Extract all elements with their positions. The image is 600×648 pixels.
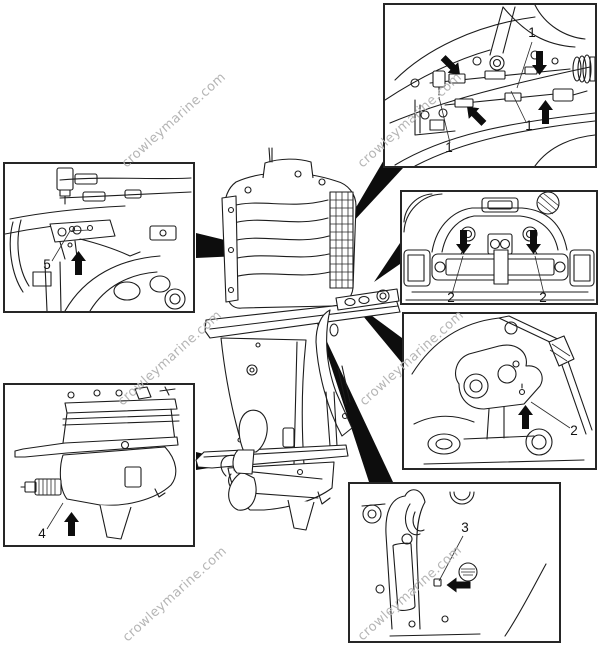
linkage-illustration [5,167,192,311]
gearcase-propeller [195,409,349,531]
callout-box-mount-bracket: 2 2 [400,190,598,305]
lower-unit-illustration [14,386,180,540]
down-arrow-icon [456,230,471,254]
up-arrow-icon [538,100,553,124]
cables-illustration [385,5,595,166]
callout-box-linkage: 5 [3,162,195,313]
callout-box-cable-ends: 1 1 1 [383,3,597,168]
callout-label-1c: 1 [445,140,453,155]
callout-box-swivel-lever: 2 [402,312,597,470]
callout-label-2b: 2 [539,290,547,305]
callout-label-5: 5 [43,257,51,272]
up-left-arrow-icon [462,101,490,129]
housing-illustration [361,489,547,637]
callout-box-housing-bolt: 3 [348,482,561,643]
powerhead [221,147,357,309]
up-arrow-icon [71,251,86,275]
swivel-lever-illustration [411,315,593,465]
up-arrow-icon [64,512,79,536]
mount-bracket-illustration [403,192,595,301]
callout-label-3: 3 [461,520,469,535]
callout-label-1a: 1 [528,25,536,40]
callout-label-2c: 2 [570,423,578,438]
callout-label-2a: 2 [447,290,455,305]
up-arrow-icon [518,405,533,429]
callout-box-propeller-shaft: 4 [3,383,195,547]
callout-label-1b: 1 [525,118,533,133]
down-arrow-icon [526,230,541,254]
callout-label-4: 4 [38,526,46,541]
down-right-arrow-icon [438,52,466,80]
down-arrow-icon [532,51,547,75]
left-arrow-icon [446,577,471,593]
